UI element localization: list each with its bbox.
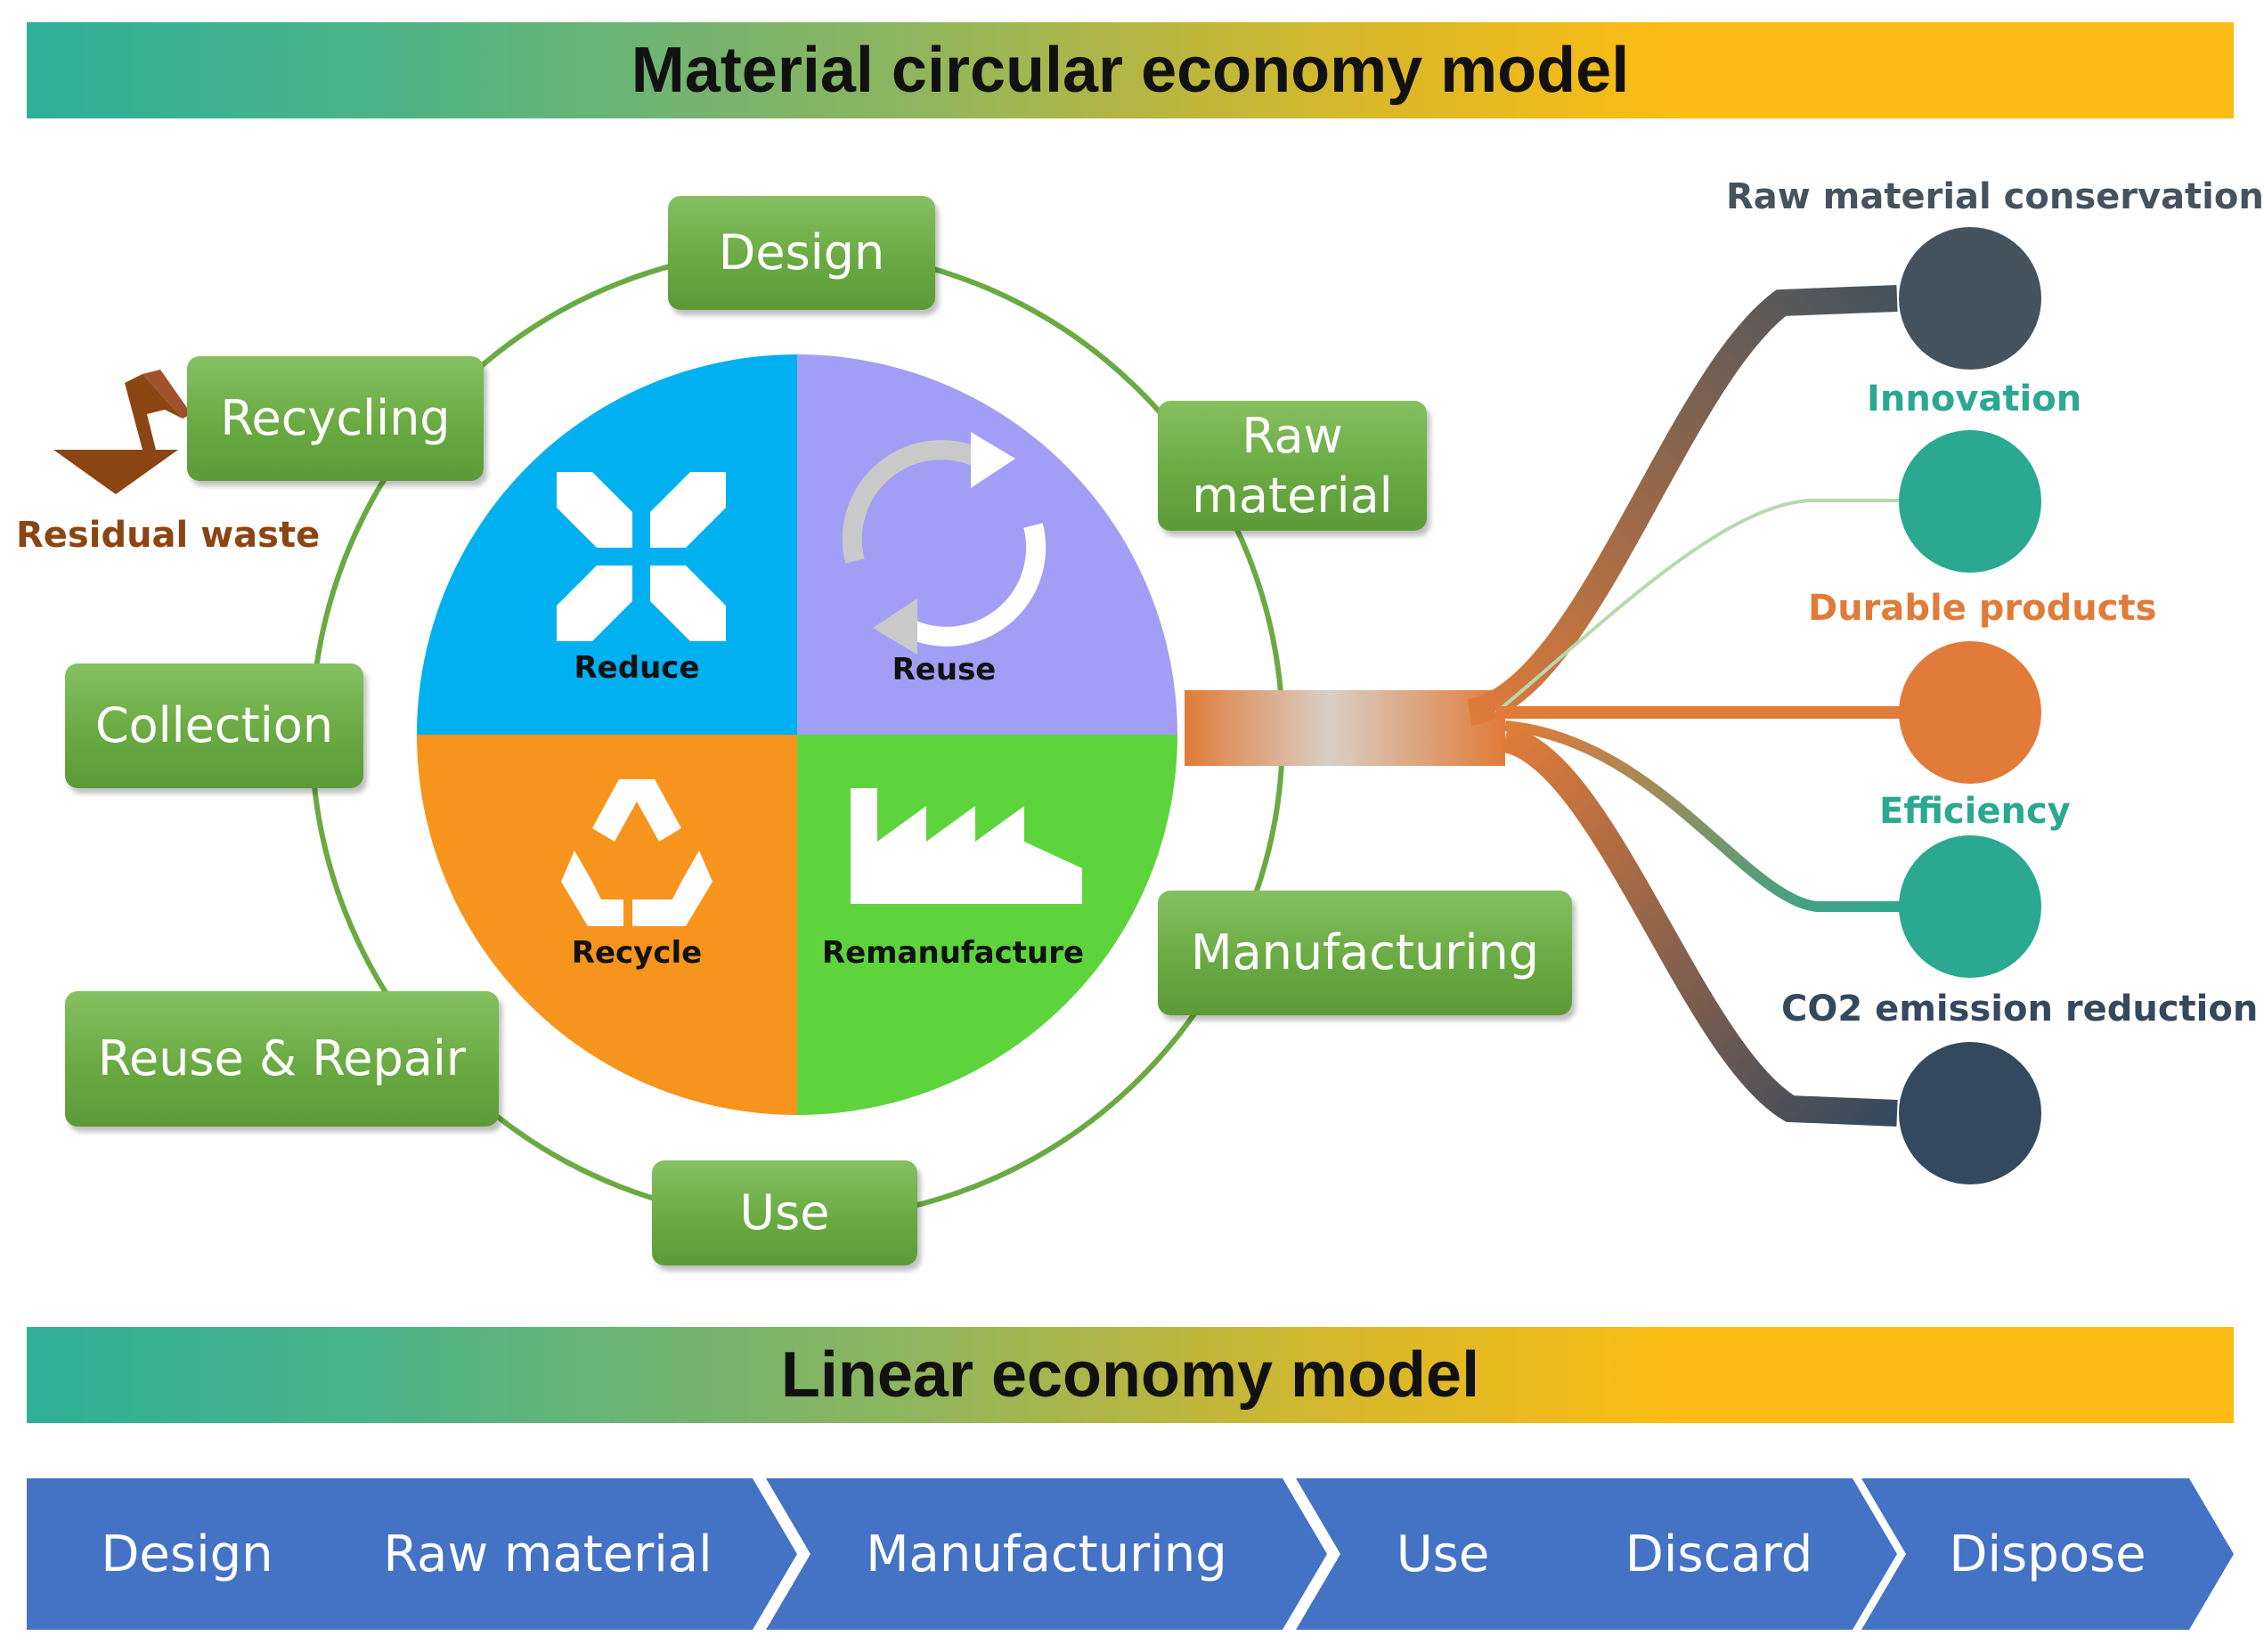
branch-efficiency: [1504, 720, 1906, 912]
stage-reuse-repair: Reuse & Repair: [65, 991, 499, 1127]
residual-waste-label: Residual waste: [16, 515, 321, 556]
stage-design-label: Design: [718, 224, 885, 281]
circular-model-banner: Material circular economy model: [27, 22, 2234, 118]
reduce-label: Reduce: [574, 650, 700, 686]
recycle-icon: [561, 779, 713, 926]
stage-raw-material: Raw material: [1158, 401, 1427, 531]
stage-recycling: Recycling: [187, 356, 484, 481]
outcome-flow-bar: [1185, 690, 1505, 766]
linear-step-dispose: Dispose: [1861, 1478, 2234, 1630]
stage-use: Use: [652, 1160, 917, 1265]
remanufacture-label: Remanufacture: [821, 935, 1085, 971]
benefit-label-raw-material-conservation: Raw material conservation: [1726, 176, 2264, 217]
stage-recycling-label: Recycling: [220, 390, 451, 447]
benefit-label-efficiency: Efficiency: [1879, 791, 2071, 832]
stage-raw-material-line1: Raw: [1242, 407, 1343, 464]
linear-step-manufacturing: Manufacturing: [766, 1478, 1327, 1630]
benefit-label-durable-products: Durable products: [1808, 588, 2157, 629]
reduce-icon: [557, 472, 726, 641]
stage-collection-label: Collection: [94, 697, 334, 754]
efficiency-circle: [1899, 835, 2041, 978]
linear-step-use-label: Use: [1396, 1525, 1490, 1583]
stage-manufacturing: Manufacturing: [1158, 891, 1572, 1015]
stage-reuse-repair-label: Reuse & Repair: [97, 1030, 467, 1087]
innovation-circle: [1899, 430, 2041, 573]
circular-diagram: [53, 227, 2041, 1223]
linear-step-design: Design: [27, 1478, 347, 1630]
linear-step-manufacturing-label: Manufacturing: [866, 1525, 1227, 1583]
branch-innovation: [1494, 499, 1906, 714]
reuse-quadrant: [797, 354, 1177, 735]
linear-step-dispose-label: Dispose: [1949, 1525, 2146, 1583]
reuse-label: Reuse: [892, 652, 997, 688]
benefit-label-innovation: Innovation: [1867, 378, 2082, 419]
recycle-label: Recycle: [571, 935, 703, 971]
reuse-icon: [842, 432, 1046, 655]
linear-step-use: Use: [1296, 1478, 1590, 1630]
branch-co2-reduction: [1502, 726, 1898, 1127]
stage-design: Design: [668, 196, 935, 310]
benefit-label-co2-emission-reduction: CO2 emission reduction: [1781, 989, 2259, 1029]
residual-waste-arrow-icon: [53, 370, 191, 494]
remanufacture-quadrant: [797, 735, 1177, 1115]
raw-material-conservation-circle: [1899, 227, 2041, 370]
durable-products-circle: [1899, 641, 2041, 784]
stage-manufacturing-label: Manufacturing: [1190, 924, 1540, 981]
branch-raw-material-conservation: [1466, 285, 1898, 726]
co2-reduction-circle: [1899, 1042, 2041, 1184]
linear-step-discard-label: Discard: [1625, 1525, 1813, 1583]
circular-model-title: Material circular economy model: [631, 35, 1630, 106]
linear-step-design-label: Design: [101, 1525, 273, 1583]
linear-step-raw-material-label: Raw material: [383, 1525, 713, 1583]
linear-step-discard: Discard: [1541, 1478, 1897, 1630]
linear-steps: Design Raw material Manufacturing Use Di…: [27, 1478, 2234, 1630]
stage-use-label: Use: [739, 1184, 830, 1241]
linear-step-raw-material: Raw material: [298, 1478, 797, 1630]
factory-icon: [851, 788, 1082, 904]
linear-model-title: Linear economy model: [780, 1339, 1480, 1411]
stage-collection: Collection: [65, 663, 363, 788]
stage-raw-material-line2: material: [1192, 468, 1393, 524]
linear-model-banner: Linear economy model: [27, 1327, 2234, 1423]
